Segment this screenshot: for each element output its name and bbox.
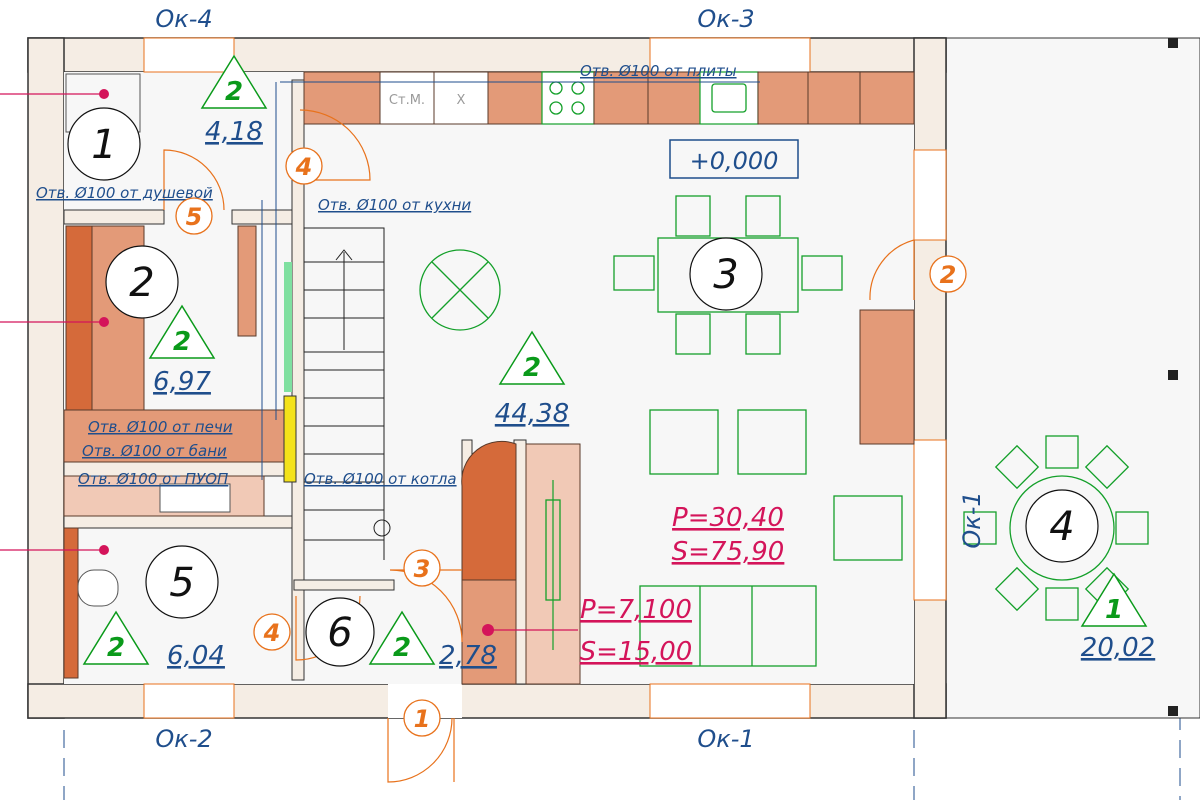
category-triangles (82, 54, 1148, 665)
terrace-area (945, 37, 1200, 719)
room-number-5: 5 (169, 560, 194, 606)
window-label-ok2: Ок-2 (155, 725, 212, 753)
room-number-4: 4 (1049, 504, 1074, 550)
room-number-3: 3 (713, 252, 738, 298)
door-number-4: 4 (295, 153, 313, 181)
room-area-6: 2,78 (439, 641, 497, 671)
living-furniture (639, 409, 903, 667)
chimney-block (283, 395, 297, 483)
note-dushevoy: Отв. Ø100 от душевой (36, 184, 213, 202)
room-area-3: 44,38 (495, 399, 569, 429)
room-number-2: 2 (129, 260, 154, 306)
door-number-5: 5 (186, 203, 203, 231)
perimeter-oven: P=7,100 (580, 595, 692, 625)
room-category-6: 2 (393, 633, 411, 663)
note-plita: Отв. Ø100 от плиты (580, 62, 737, 80)
area-main: S=75,90 (672, 537, 785, 567)
door-number-4b: 4 (263, 619, 281, 647)
door-number-2: 2 (940, 261, 957, 289)
washing-machine-label: Ст.М. (389, 93, 425, 108)
terrace-post (1168, 706, 1178, 716)
sink-5 (159, 483, 231, 513)
markers (0, 89, 578, 636)
door-number-1: 1 (414, 705, 431, 733)
perimeter-main: P=30,40 (672, 503, 784, 533)
note-kuhni: Отв. Ø100 от кухни (318, 196, 471, 214)
fridge-label: Х (457, 93, 466, 108)
vent-pipes (261, 81, 760, 480)
ceiling-light-icon (419, 249, 501, 331)
area-oven: S=15,00 (580, 637, 693, 667)
level-mark: +0,000 (690, 147, 779, 175)
window-label-ok4: Ок-4 (155, 5, 212, 33)
side-cabinet (859, 309, 915, 445)
window-openings (143, 37, 947, 719)
dining-table (613, 195, 843, 355)
room-category-5: 2 (107, 633, 125, 663)
terrace-post (1168, 370, 1178, 380)
stove-column (461, 440, 581, 685)
note-bani: Отв. Ø100 от бани (82, 442, 227, 460)
note-kotla: Отв. Ø100 от котла (304, 470, 457, 488)
room-circles (67, 107, 1099, 667)
door-number-3: 3 (414, 555, 431, 583)
window-label-ok1-side: Ок-1 (958, 491, 986, 548)
room-number-1: 1 (91, 122, 116, 168)
room-area-5: 6,04 (167, 641, 225, 671)
room-area-4: 20,02 (1081, 633, 1155, 663)
room-number-6: 6 (327, 610, 352, 656)
kitchen-cabinets (303, 71, 915, 125)
green-duct (284, 262, 292, 392)
room-area-1: 4,18 (205, 117, 263, 147)
room-area-2: 6,97 (153, 367, 211, 397)
staircase (303, 227, 391, 560)
wall-cabinet-5 (63, 527, 79, 679)
window-label-ok1: Ок-1 (697, 725, 754, 753)
room-category-3: 2 (523, 353, 541, 383)
round-table (963, 435, 1149, 621)
toilet-icon (77, 569, 119, 607)
note-pechi: Отв. Ø100 от печи (88, 418, 233, 436)
room-category-4: 1 (1105, 595, 1123, 625)
window-label-ok3: Ок-3 (697, 5, 754, 33)
room-category-2: 2 (173, 327, 191, 357)
level-mark-box (669, 139, 799, 179)
note-puop: Отв. Ø100 от ПУОП (78, 470, 228, 488)
door-circles (175, 147, 967, 737)
vent-notes: Отв. Ø100 от плиты Отв. Ø100 от душевой … (36, 62, 737, 488)
terrace-post (1168, 38, 1178, 48)
room-category-1: 2 (225, 77, 243, 107)
